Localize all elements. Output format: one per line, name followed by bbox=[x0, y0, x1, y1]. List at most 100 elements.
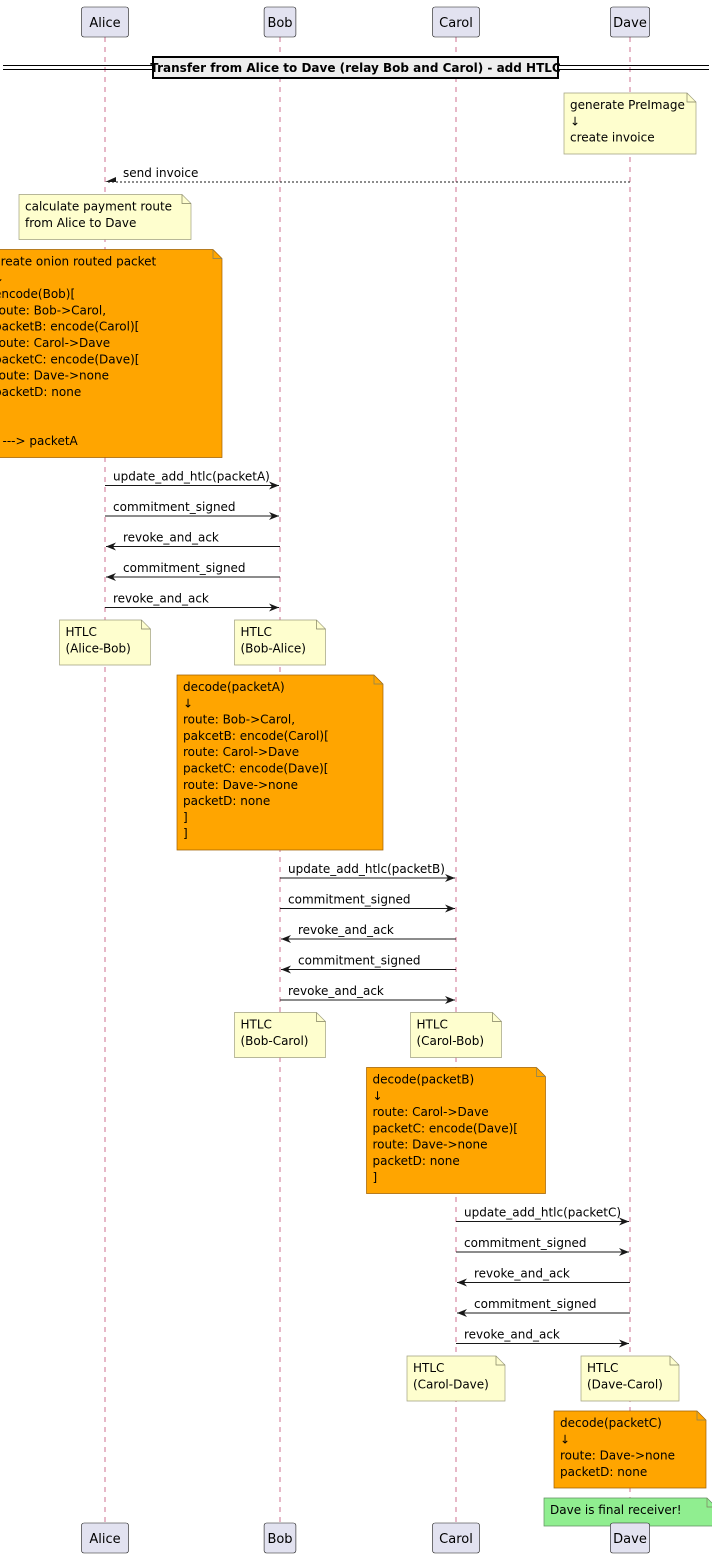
message-label: commitment_signed bbox=[288, 893, 411, 907]
note-line: ] ---> packetA bbox=[0, 434, 79, 448]
message-alice-to-bob: commitment_signed bbox=[105, 500, 279, 520]
note-line: ] bbox=[373, 1170, 378, 1184]
message-bob-to-alice: commitment_signed bbox=[106, 561, 280, 581]
participant-bottom-dave[interactable]: Dave bbox=[609, 1522, 650, 1554]
note-line: route: Dave->none bbox=[0, 369, 109, 383]
note-line: (Dave-Carol) bbox=[587, 1377, 663, 1391]
note-carol-yellow: HTLC(Carol-Dave) bbox=[406, 1355, 506, 1402]
note-line: ] bbox=[183, 827, 188, 841]
message-label: commitment_signed bbox=[464, 1236, 587, 1250]
note-line: ↓ bbox=[570, 114, 580, 128]
note-alice-yellow: calculate payment route from Alice to Dav… bbox=[18, 194, 192, 240]
note-line: calculate payment route bbox=[25, 200, 172, 214]
message-dave-to-carol: commitment_signed bbox=[457, 1297, 630, 1317]
note-line: generate PreImage bbox=[570, 98, 685, 112]
participant-label: Dave bbox=[613, 16, 647, 31]
note-line: HTLC bbox=[413, 1361, 444, 1375]
divider-title: Transfer from Alice to Dave (relay Bob a… bbox=[150, 61, 561, 75]
message-alice-to-bob: revoke_and_ack bbox=[105, 592, 279, 612]
participant-top-alice[interactable]: Alice bbox=[81, 6, 129, 38]
note-line: ↓ bbox=[560, 1432, 570, 1446]
note-alice-orange: create onion routed packet ↓ encode(Bob)[… bbox=[0, 249, 223, 458]
message-label: revoke_and_ack bbox=[298, 923, 394, 937]
participant-label: Alice bbox=[89, 1532, 120, 1547]
message-label: update_add_htlc(packetB) bbox=[288, 862, 445, 876]
participant-label: Bob bbox=[267, 1532, 292, 1547]
note-line: decode(packetB) bbox=[373, 1073, 475, 1087]
note-line: (Bob-Carol) bbox=[241, 1034, 309, 1048]
note-line: (Carol-Bob) bbox=[417, 1034, 485, 1048]
message-carol-to-dave: revoke_and_ack bbox=[456, 1328, 629, 1348]
note-dave-orange: decode(packetC) ↓ route: Dave->none packet… bbox=[553, 1410, 707, 1489]
note-line: encode(Bob)[ bbox=[0, 287, 75, 301]
message-dave-to-alice: send invoice bbox=[105, 166, 630, 183]
note-carol-orange: decode(packetB) ↓route: Carol->Davepacke… bbox=[366, 1067, 546, 1194]
message-label: revoke_and_ack bbox=[474, 1267, 570, 1281]
note-line: decode(packetC) bbox=[560, 1416, 662, 1430]
participant-bottom-carol[interactable]: Carol bbox=[432, 1522, 480, 1554]
participant-bottom-bob[interactable]: Bob bbox=[263, 1522, 297, 1554]
note-line: ↓ bbox=[373, 1089, 383, 1103]
note-line: route: Bob->Carol, bbox=[183, 713, 295, 727]
note-line: packetD: none bbox=[560, 1465, 647, 1479]
note-line: create invoice bbox=[570, 131, 655, 145]
note-line: packetD: none bbox=[0, 385, 81, 399]
participant-label: Dave bbox=[613, 1532, 647, 1547]
note-line: route: Carol->Dave bbox=[183, 745, 299, 759]
participant-top-dave[interactable]: Dave bbox=[609, 6, 650, 38]
note-line: from Alice to Dave bbox=[25, 216, 136, 230]
note-alice-yellow: HTLC (Alice-Bob) bbox=[59, 619, 151, 666]
message-carol-to-bob: commitment_signed bbox=[281, 954, 456, 974]
note-line: HTLC bbox=[587, 1361, 618, 1375]
message-bob-to-carol: revoke_and_ack bbox=[280, 984, 455, 1004]
message-label: commitment_signed bbox=[113, 500, 236, 514]
message-bob-to-carol: commitment_signed bbox=[280, 893, 455, 913]
message-label: revoke_and_ack bbox=[113, 592, 209, 606]
note-line: HTLC bbox=[241, 1018, 272, 1032]
note-line: ↓ bbox=[183, 696, 193, 710]
note-bob-orange: decode(packetA) ↓route: Bob->Carol,pakce… bbox=[176, 674, 384, 851]
note-line: route: Dave->none bbox=[560, 1449, 675, 1463]
participant-top-bob[interactable]: Bob bbox=[263, 6, 297, 38]
note-line: HTLC bbox=[241, 625, 272, 639]
note-line: packetC: encode(Dave)[ bbox=[0, 352, 139, 366]
message-label: send invoice bbox=[123, 166, 198, 180]
note-dave-green: Dave is final receiver! bbox=[543, 1497, 712, 1527]
note-line: (Alice-Bob) bbox=[66, 641, 131, 655]
message-bob-to-carol: update_add_htlc(packetB) bbox=[280, 862, 455, 882]
note-dave-yellow: generate PreImage ↓ create invoice bbox=[563, 92, 697, 155]
note-line: route: Carol->Dave bbox=[0, 336, 110, 350]
participant-label: Alice bbox=[89, 16, 120, 31]
message-bob-to-alice: revoke_and_ack bbox=[106, 531, 280, 551]
participant-label: Bob bbox=[267, 16, 292, 31]
note-dave-yellow: HTLC (Dave-Carol) bbox=[580, 1355, 680, 1402]
message-carol-to-bob: revoke_and_ack bbox=[281, 923, 456, 943]
note-line: route: Carol->Dave bbox=[373, 1105, 489, 1119]
message-label: commitment_signed bbox=[298, 954, 421, 968]
note-line: decode(packetA) bbox=[183, 680, 285, 694]
note-line: ] bbox=[183, 810, 188, 824]
note-bob-yellow: HTLC (Bob-Carol) bbox=[234, 1012, 326, 1058]
message-label: update_add_htlc(packetA) bbox=[113, 470, 270, 484]
note-line: route: Dave->none bbox=[373, 1138, 488, 1152]
message-label: commitment_signed bbox=[123, 561, 246, 575]
participant-label: Carol bbox=[439, 16, 473, 31]
participant-bottom-alice[interactable]: Alice bbox=[81, 1522, 129, 1554]
note-line: HTLC bbox=[66, 625, 97, 639]
note-line: HTLC bbox=[417, 1018, 448, 1032]
note-line: Dave is final receiver! bbox=[550, 1503, 682, 1517]
message-label: revoke_and_ack bbox=[288, 984, 384, 998]
message-label: revoke_and_ack bbox=[123, 531, 219, 545]
message-carol-to-dave: commitment_signed bbox=[456, 1236, 629, 1256]
participant-top-carol[interactable]: Carol bbox=[432, 6, 480, 38]
section-divider: Transfer from Alice to Dave (relay Bob a… bbox=[3, 56, 709, 79]
note-line: packetC: encode(Dave)[ bbox=[183, 762, 328, 776]
message-label: update_add_htlc(packetC) bbox=[464, 1206, 621, 1220]
note-line: create onion routed packet bbox=[0, 255, 157, 269]
message-label: commitment_signed bbox=[474, 1297, 597, 1311]
note-line: (Bob-Alice) bbox=[241, 641, 306, 655]
note-line: ↓ bbox=[0, 271, 4, 285]
note-bob-yellow: HTLC (Bob-Alice) bbox=[234, 619, 326, 666]
message-dave-to-carol: revoke_and_ack bbox=[457, 1267, 630, 1287]
